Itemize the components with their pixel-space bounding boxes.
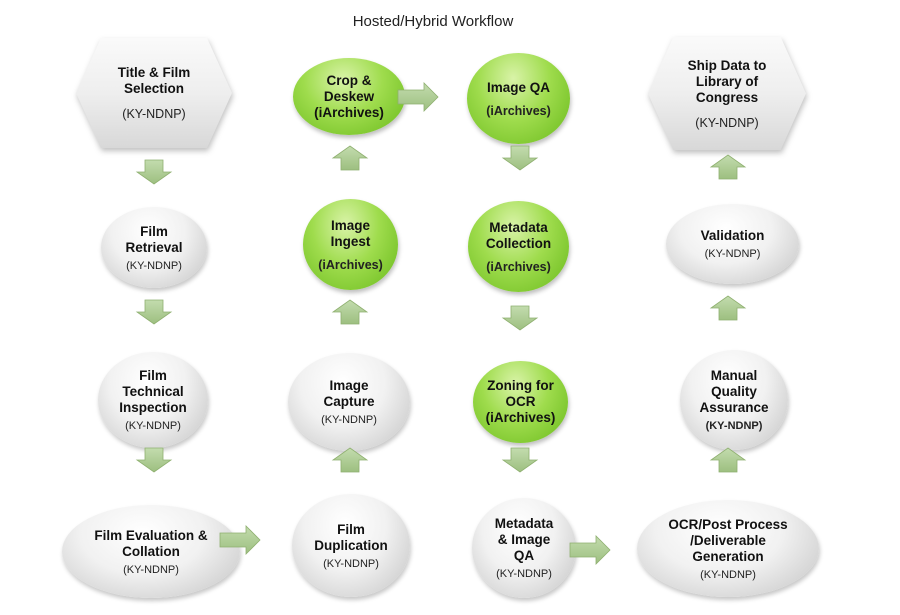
node-label-line: Quality [711,384,757,399]
node-label-line: Duplication [314,537,388,553]
node-label-line: /Deliverable [690,532,766,548]
node-film-evaluation-collation: Film Evaluation &Collation (KY-NDNP) [62,505,240,598]
node-label-line: (iArchives) [485,410,556,425]
node-label-line: Technical [122,384,184,399]
node-sub-label: (KY-NDNP) [705,420,763,432]
node-sub-label: (iArchives) [318,257,383,272]
node-label-line: Manual [710,368,758,383]
node-label-line: Title & Film [117,65,191,80]
flow-arrow-down [135,447,173,473]
flow-arrow-down [501,305,539,331]
node-validation: Validation (KY-NDNP) [666,204,799,284]
node-label-line: Ingest [330,233,371,249]
node-sub-label: (KY-NDNP) [125,420,181,432]
flow-arrow-down [501,145,539,171]
node-sub-label: (KY-NDNP) [126,259,182,272]
node-label-line: Film Evaluation & [94,527,208,543]
flow-arrow-right [569,535,611,565]
node-label-line: Assurance [699,400,769,415]
node-label-line: Generation [692,548,764,564]
node-label-line: & Image [497,532,551,547]
node-label-line: Image [330,217,371,233]
node-sub-label: (KY-NDNP) [700,568,756,581]
flow-arrow-up [709,154,747,180]
node-label-line: Selection [123,81,185,96]
node-label-line: Image QA [486,79,551,95]
node-sub-label: (KY-NDNP) [704,248,761,260]
node-label-line: OCR/Post Process [668,516,788,532]
node-label-line: Library of [695,73,759,89]
flow-arrow-down [135,299,173,325]
node-label-line: (iArchives) [314,104,384,120]
diagram-title: Hosted/Hybrid Workflow [352,13,514,30]
node-label-line: Collation [122,543,180,559]
node-label-line: Metadata [494,516,554,531]
node-sub-label: (KY-NDNP) [695,115,759,130]
flow-arrow-up [331,299,369,325]
node-label-line: Image [329,378,369,393]
node-label-line: Crop & [326,72,372,88]
flow-arrow-up [709,295,747,321]
node-label-line: Collection [485,235,552,251]
flow-arrow-down [135,159,173,185]
node-label-line: Film [139,368,167,383]
node-sub-label: (KY-NDNP) [321,414,377,426]
node-label-line: OCR [505,394,536,409]
node-sub-label: (KY-NDNP) [323,557,379,570]
node-sub-label: (KY-NDNP) [122,107,186,121]
node-label-line: Congress [695,89,759,105]
node-label-line: Deskew [323,88,375,104]
node-label-line: Inspection [119,400,187,415]
node-label-line: Ship Data to [687,57,767,73]
node-label-line: QA [513,548,535,563]
flow-arrow-down [501,447,539,473]
node-sub-label: (iArchives) [486,259,551,274]
node-image-qa: Image QA (iArchives) [467,53,570,144]
flow-arrow-up [709,447,747,473]
node-sub-label: (KY-NDNP) [496,568,552,580]
node-label-line: Film [140,223,168,239]
node-sub-label: (iArchives) [486,103,551,118]
node-label-line: Metadata [489,219,548,235]
flow-arrow-up [331,145,369,171]
node-label-line: Zoning for [487,378,554,393]
node-sub-label: (KY-NDNP) [123,563,179,576]
node-crop-deskew: Crop &Deskew(iArchives) [293,58,405,135]
node-label-line: Film [337,521,365,537]
flow-arrow-up [331,447,369,473]
node-label-line: Capture [323,394,375,409]
node-label-line: Retrieval [125,239,183,255]
node-label-line: Validation [700,228,765,243]
